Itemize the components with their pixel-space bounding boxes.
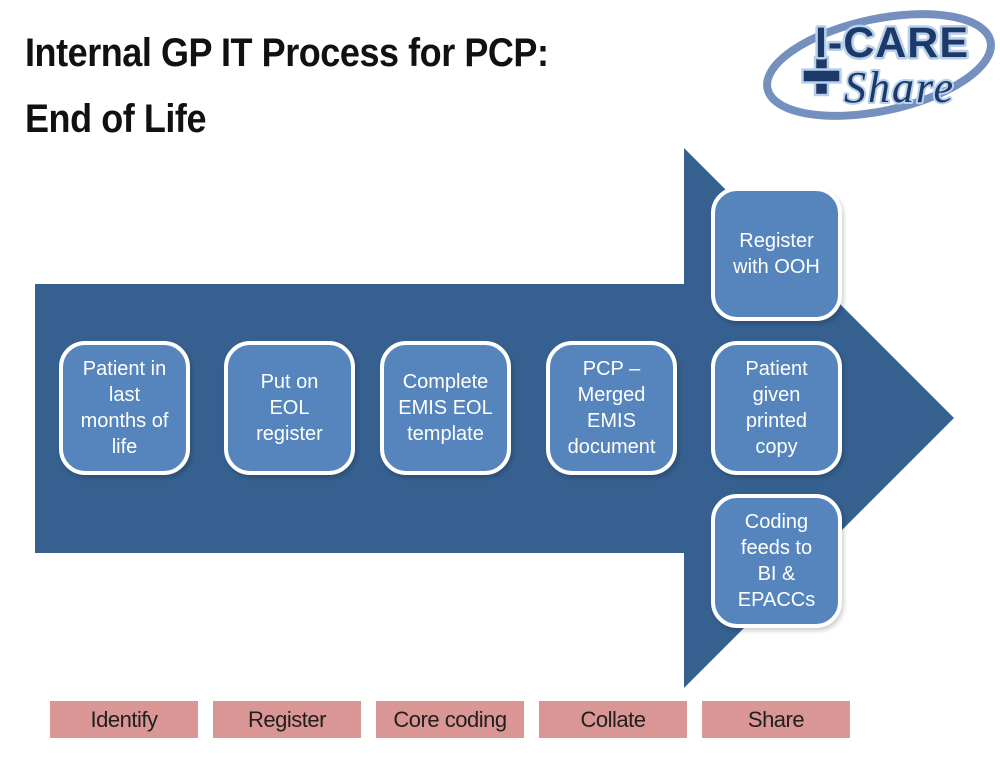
process-box-coding-feeds-bi-epaccs: Coding feeds to BI & EPACCs xyxy=(711,494,842,628)
stage-label-collate: Collate xyxy=(539,701,687,738)
page-title: Internal GP IT Process for PCP: End of L… xyxy=(25,31,549,142)
logo-swoosh-icon xyxy=(763,10,995,120)
logo: I-CARE Share xyxy=(763,10,995,120)
process-box-register-with-ooh: Register with OOH xyxy=(711,187,842,321)
process-box-put-on-eol-register: Put on EOL register xyxy=(224,341,355,475)
process-box-complete-emis-eol-template: Complete EMIS EOL template xyxy=(380,341,511,475)
process-box-patient-in-last-months: Patient in last months of life xyxy=(59,341,190,475)
logo-text-icare: I-CARE xyxy=(815,19,969,67)
process-box-pcp-merged-emis-document: PCP – Merged EMIS document xyxy=(546,341,677,475)
logo-plus-icon xyxy=(801,55,842,97)
stage-label-share: Share xyxy=(702,701,850,738)
stage-label-core-coding: Core coding xyxy=(376,701,524,738)
process-box-patient-given-printed-copy: Patient given printed copy xyxy=(711,341,842,475)
stage-label-register: Register xyxy=(213,701,361,738)
logo-text-share: Share xyxy=(844,63,955,112)
stage-label-identify: Identify xyxy=(50,701,198,738)
